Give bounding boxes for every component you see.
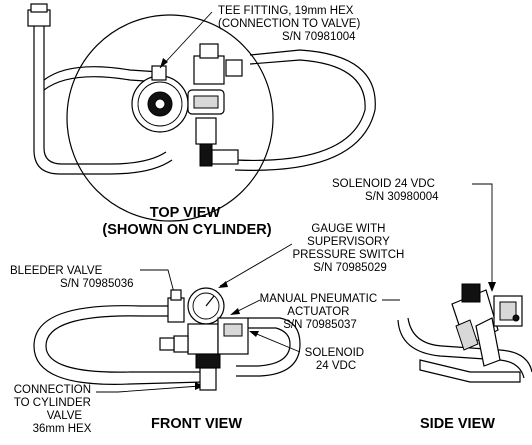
front-hose-right [236,317,301,377]
gauge-label: GAUGE WITH SUPERVISORY PRESSURE SWITCH S… [292,223,407,274]
bleeder-valve-body [167,297,185,323]
manual-actuator-arrow [230,308,240,315]
front-connector [199,367,217,391]
solenoid-front-leader [251,331,301,353]
top-hose-right-loop [234,49,376,171]
connection-leader [96,385,201,393]
front-view-title: FRONT VIEW [151,416,242,432]
tee-fitting-label: TEE FITTING, 19mm HEX (CONNECTION TO VAL… [218,5,363,43]
front-valve-body [187,323,219,355]
top-hose-upper-inner [43,76,161,91]
side-solenoid-terminal [512,314,520,322]
top-lower-fitting-nut [199,143,213,167]
front-hose-inner [45,315,204,373]
front-side-coupling [159,337,175,351]
solenoid-side-leader [472,183,493,288]
side-view-drawing [397,283,532,383]
top-gauge-block [225,59,243,77]
tee-fitting-body [151,65,167,81]
pressure-gauge-needle [205,295,215,307]
side-actuator [455,319,479,351]
front-side-fitting [173,335,189,353]
solenoid-side-arrow [488,282,496,292]
side-view-title: SIDE VIEW [420,416,495,432]
valve-handwheel-center [154,98,166,110]
solenoid-side-label: SOLENOID 24 VDC S/N 30980004 [332,178,439,203]
top-regulator-face [193,95,219,109]
top-hose-coupling [211,149,239,165]
front-hose-right-inner [236,327,291,367]
connection-label: CONNECTION TO CYLINDER VALVE 36mm HEX [14,384,95,435]
side-lower-stem [475,317,501,367]
bleeder-valve-cap [170,289,182,301]
top-solenoid-block [193,55,225,85]
top-hose-loop [33,20,173,175]
top-solenoid-cap [199,43,219,59]
pressure-gauge-dial [192,292,220,320]
front-view-drawing [33,287,301,391]
valve-handwheel-ring [137,81,183,127]
top-hose-upper [43,66,161,81]
side-hose-lower-inner [407,317,532,373]
side-solenoid-face [499,301,517,321]
bleeder-label: BLEEDER VALVE S/N 70985036 [10,265,134,290]
gauge-arrow [218,281,228,288]
front-hose-outer [33,305,205,385]
gauge-leader [219,243,293,287]
front-solenoid-face [223,323,243,337]
top-view-drawing [27,3,376,222]
top-lower-fitting [195,117,217,145]
manual-actuator-label: MANUAL PNEUMATIC ACTUATOR S/N 70985037 [260,293,381,331]
solenoid-front-arrow [249,331,259,337]
solenoid-front-label: SOLENOID 24 VDC [305,347,368,372]
tee-fitting-arrow [160,58,168,68]
top-hose-loop-inner [43,20,167,165]
top-end-fitting-nut [30,3,48,13]
side-top-cap [461,283,481,303]
top-view-title: TOP VIEW (SHOWN ON CYLINDER) [102,205,271,238]
tee-fitting-leader [159,11,213,69]
front-hex-nut [195,353,221,369]
cylinder-outline [66,14,274,222]
top-hose-right-loop-inner [234,59,366,162]
side-base-bracket [419,359,521,383]
side-hose-lower [397,319,525,379]
